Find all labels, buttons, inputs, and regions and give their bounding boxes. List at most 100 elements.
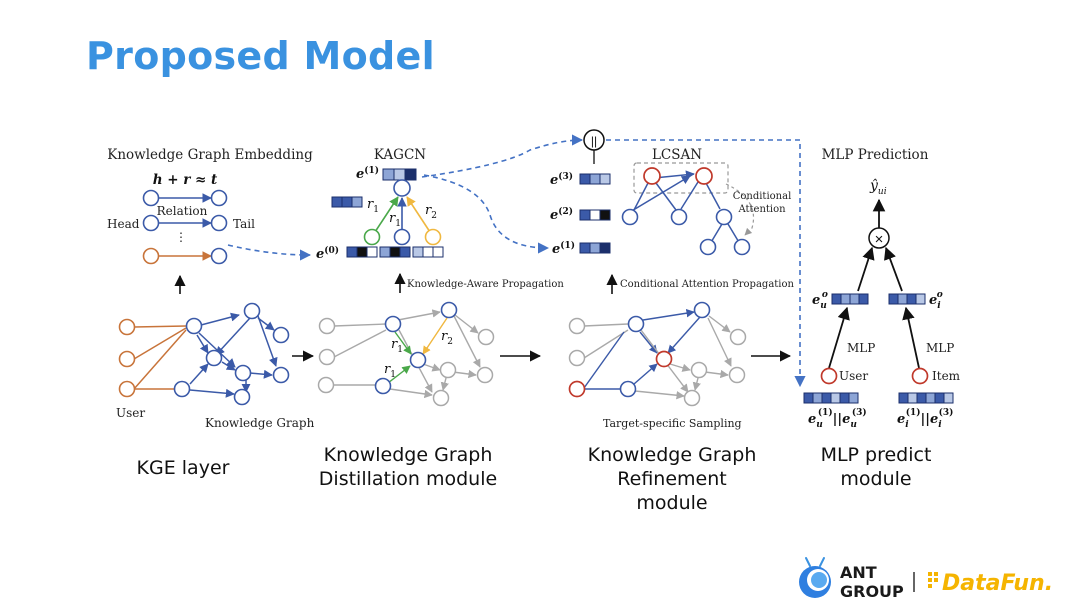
kge-ellipsis: ⋮ <box>175 230 187 244</box>
caption-kge-text: KGE layer <box>136 457 230 479</box>
kge-head-label: Head <box>107 217 140 231</box>
ant-group-text-1: ANT <box>840 563 877 582</box>
kge-relation-label: Relation <box>157 204 208 218</box>
kagcn-propagation-label: Knowledge-Aware Propagation <box>407 279 564 290</box>
mlp-item-node <box>911 367 929 385</box>
caption-refinement-line1: Knowledge Graph <box>587 444 757 466</box>
kge-tail-node-3 <box>210 247 228 265</box>
mlp-item-up <box>902 306 920 369</box>
mlp-left-label: MLP <box>847 341 875 355</box>
distill-graph <box>317 301 495 407</box>
lcsan-panel: || LCSAN e(3) e(2) e(1) <box>550 129 795 430</box>
caption-refinement-line2: Refinement module <box>617 468 727 514</box>
lcsan-propagation-label: Conditional Attention Propagation <box>620 279 795 290</box>
caption-kge: KGE layer <box>123 456 243 480</box>
kge-panel: Knowledge Graph Embedding h + r ≈ t Rela… <box>107 147 315 430</box>
mlp-right-label: MLP <box>926 341 954 355</box>
mlp-item-concat-label: ei(1)||ei(3) <box>897 407 953 430</box>
kagcn-green-edge <box>374 196 399 233</box>
dashed-connector-kge <box>227 244 312 261</box>
conditional-label-1: Conditional <box>733 191 792 202</box>
caption-mlp: MLP predict module <box>806 443 946 491</box>
kge-head-node-2 <box>142 214 160 232</box>
lcsan-e2-vector <box>579 209 611 221</box>
page-title: Proposed Model <box>86 34 435 78</box>
datafun-logo-text: DataFun. <box>942 571 1053 596</box>
mlp-user-concat-vector <box>803 392 859 404</box>
conditional-label-2: Attention <box>737 204 786 215</box>
kge-head-node-3 <box>142 247 160 265</box>
mlp-user-concat-label: eu(1)||eu(3) <box>808 407 867 430</box>
mlp-user-up <box>828 306 850 369</box>
refine-graph <box>568 301 747 407</box>
distill-r2: r2 <box>441 329 453 347</box>
dashed-connector-concat-mlp <box>606 139 806 388</box>
kge-head-node-1 <box>142 189 160 207</box>
distill-r1-a: r1 <box>391 337 403 355</box>
mlp-heading: MLP Prediction <box>822 147 929 163</box>
kge-kg-label: Knowledge Graph <box>205 416 315 430</box>
kge-formula: h + r ≈ t <box>153 172 218 188</box>
kagcn-r1-vector <box>331 196 363 208</box>
mlp-yhat: ŷui <box>869 177 887 197</box>
kagcn-r1-top: r1 <box>367 197 379 215</box>
caption-refinement: Knowledge Graph Refinement module <box>582 443 762 515</box>
mlp-item-concat-vector <box>898 392 954 404</box>
kge-tail-node-2 <box>210 214 228 232</box>
kge-user-label: User <box>116 406 145 420</box>
kagcn-e0-label: e(0) <box>316 245 339 262</box>
kagcn-r1-mid: r1 <box>389 211 401 229</box>
mlp-eu-vector <box>831 293 869 305</box>
lcsan-e3-label: e(3) <box>550 171 573 188</box>
lcsan-target-box <box>633 162 729 194</box>
mlp-multiply-symbol: × <box>875 231 884 248</box>
kagcn-child-node-2 <box>393 228 411 246</box>
mlp-left-merge <box>857 246 875 292</box>
mlp-item-label: Item <box>932 369 961 383</box>
mlp-panel: MLP Prediction ŷui × euo eio MLP MLP Use… <box>803 147 961 430</box>
ant-group-text-2: GROUP <box>840 582 904 601</box>
kagcn-e0-vectors <box>346 246 444 258</box>
kagcn-child-node-1 <box>363 228 381 246</box>
lcsan-tree <box>621 167 751 256</box>
mlp-ei-label: eio <box>929 290 943 311</box>
caption-distillation: Knowledge Graph Distillation module <box>318 443 498 491</box>
lcsan-e2-label: e(2) <box>550 206 573 223</box>
kge-heading: Knowledge Graph Embedding <box>107 147 313 163</box>
mlp-multiply-node <box>868 227 890 249</box>
mlp-eu-label: euo <box>812 290 828 311</box>
ant-group-logo-icon <box>799 557 831 598</box>
footer-logos: ANT GROUP DataFun. <box>796 552 1066 602</box>
lcsan-heading: LCSAN <box>652 147 702 163</box>
sampling-label: Target-specific Sampling <box>603 417 742 430</box>
kge-knowledge-graph <box>118 302 290 406</box>
kagcn-panel: KAGCN e(1) r1 r1 r2 e(0) <box>316 147 564 407</box>
mlp-ei-vector <box>888 293 926 305</box>
dashed-connector-e1-lcsan <box>423 174 550 254</box>
caption-mlp-line1: MLP predict <box>820 444 932 466</box>
dashed-connector-e1-concat <box>421 134 584 178</box>
caption-distillation-line2: Distillation module <box>318 468 498 490</box>
mlp-user-label: User <box>839 369 868 383</box>
kagcn-e1-vector <box>382 168 417 181</box>
conditional-attention-arrow <box>725 183 754 236</box>
mlp-right-merge <box>884 246 903 292</box>
caption-mlp-line2: module <box>840 468 912 490</box>
kagcn-root-node <box>393 179 411 197</box>
kge-tail-label: Tail <box>233 217 255 231</box>
lcsan-e1-label: e(1) <box>552 240 575 257</box>
kagcn-e1-label: e(1) <box>356 165 379 182</box>
lcsan-e3-vector <box>579 173 611 185</box>
distill-r1-b: r1 <box>384 362 396 380</box>
concat-symbol: || <box>591 134 597 148</box>
datafun-logo-icon <box>928 572 938 588</box>
kagcn-yellow-edge <box>406 196 431 233</box>
mlp-user-node <box>820 367 838 385</box>
kge-tail-node-1 <box>210 189 228 207</box>
kagcn-heading: KAGCN <box>374 147 426 163</box>
kagcn-r2-label: r2 <box>425 203 437 221</box>
caption-distillation-line1: Knowledge Graph <box>323 444 493 466</box>
lcsan-e1-vector <box>579 242 611 254</box>
kagcn-child-node-3 <box>424 228 442 246</box>
